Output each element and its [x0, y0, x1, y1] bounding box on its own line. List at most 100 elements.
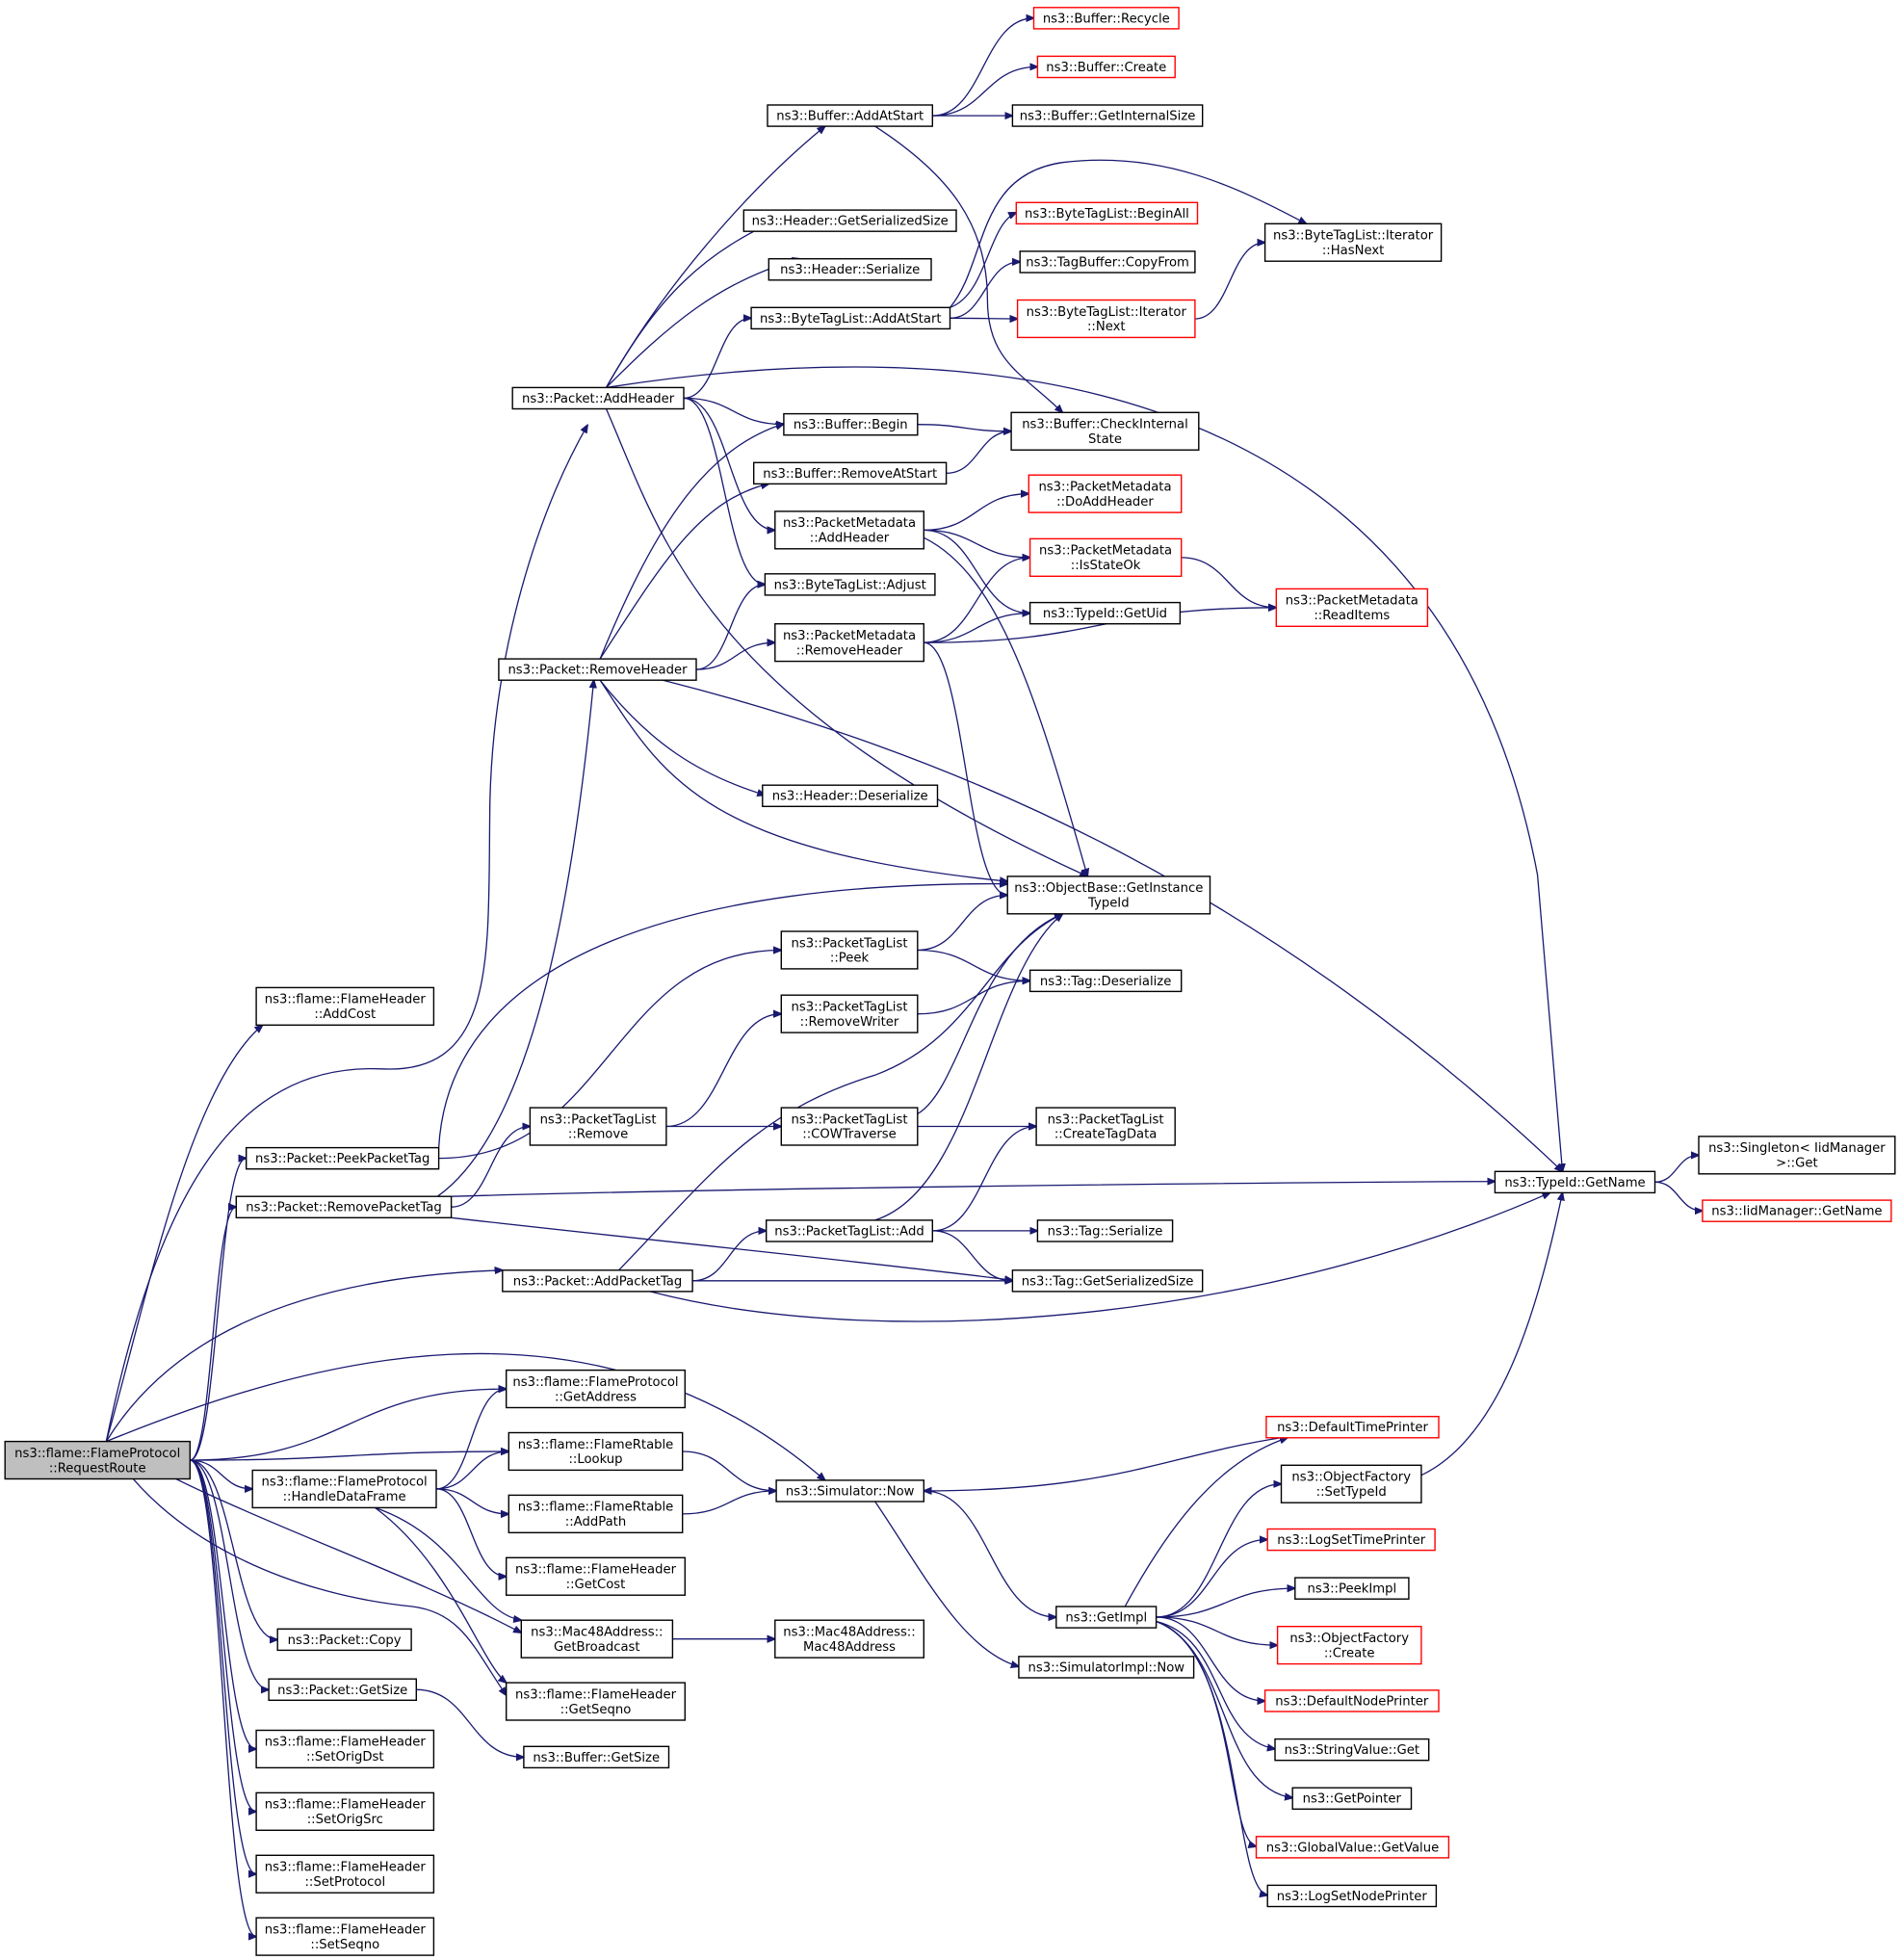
edge-line [950, 262, 1021, 319]
node-removeheader[interactable]: ns3::Packet::RemoveHeader [498, 658, 697, 681]
node-getaddress[interactable]: ns3::flame::FlameProtocol::GetAddress [506, 1369, 687, 1409]
node-pmremoveheader[interactable]: ns3::PacketMetadata::RemoveHeader [774, 623, 924, 663]
edge-line [950, 318, 1018, 319]
call-edge-getimpl-to-logsettimeprinter [1156, 1540, 1268, 1618]
node-removepackettag[interactable]: ns3::Packet::RemovePacketTag [235, 1195, 453, 1218]
node-setseqno[interactable]: ns3::flame::FlameHeader::SetSeqno [255, 1917, 435, 1956]
call-edge-bufremoveatstart-to-bufcheckinternal [946, 431, 1012, 474]
node-getpointer[interactable]: ns3::GetPointer [1291, 1787, 1413, 1810]
node-pmdoaddheader[interactable]: ns3::PacketMetadata::DoAddHeader [1028, 474, 1183, 513]
node-pmisstateok[interactable]: ns3::PacketMetadata::IsStateOk [1028, 537, 1183, 578]
node-btlithasnext[interactable]: ns3::ByteTagList::Iterator::HasNext [1263, 222, 1443, 262]
node-pmreaditems[interactable]: ns3::PacketMetadata::ReadItems [1275, 588, 1429, 628]
node-bufgetsize[interactable]: ns3::Buffer::GetSize [523, 1745, 670, 1769]
edge-line [190, 1459, 269, 1689]
node-handledataframe[interactable]: ns3::flame::FlameProtocol::HandleDataFra… [251, 1469, 437, 1509]
node-getsize[interactable]: ns3::Packet::GetSize [268, 1678, 418, 1701]
node-peekpackettag[interactable]: ns3::Packet::PeekPacketTag [245, 1146, 440, 1170]
node-ptlcowtraverse[interactable]: ns3::PacketTagList::COWTraverse [780, 1107, 919, 1146]
node-hdrdeserialize[interactable]: ns3::Header::Deserialize [762, 784, 939, 808]
node-pmaddheader[interactable]: ns3::PacketMetadata::AddHeader [774, 510, 924, 550]
call-edge-root-to-lookup [190, 1451, 508, 1461]
node-logsettimeprinter[interactable]: ns3::LogSetTimePrinter [1266, 1528, 1436, 1552]
node-ptladd[interactable]: ns3::PacketTagList::Add [766, 1219, 934, 1242]
node-ptlpeek[interactable]: ns3::PacketTagList::Peek [780, 930, 919, 970]
node-bufaddatstart[interactable]: ns3::Buffer::AddAtStart [767, 104, 934, 127]
node-box [1276, 1625, 1422, 1665]
node-label: ::SetSeqno [310, 1938, 379, 1952]
node-copy[interactable]: ns3::Packet::Copy [276, 1628, 412, 1652]
node-taggetserializedsize[interactable]: ns3::Tag::GetSerializedSize [1011, 1269, 1204, 1293]
node-stringvalueget[interactable]: ns3::StringValue::Get [1274, 1738, 1430, 1762]
call-edge-handledataframe-to-lookup [435, 1451, 508, 1490]
call-edge-pmaddheader-to-pmdoaddheader [924, 494, 1028, 532]
node-box [1032, 7, 1180, 30]
node-peekimpl[interactable]: ns3::PeekImpl [1294, 1577, 1410, 1600]
node-ptlremove[interactable]: ns3::PacketTagList::Remove [529, 1107, 667, 1146]
node-logsetnodeprinter[interactable]: ns3::LogSetNodePrinter [1266, 1884, 1438, 1908]
call-edge-btladdatstart-to-btlbeginall [950, 213, 1017, 308]
node-iidgetname[interactable]: ns3::IidManager::GetName [1702, 1199, 1892, 1222]
node-typeidgetuid[interactable]: ns3::TypeId::GetUid [1028, 601, 1182, 625]
node-label: ns3::PacketTagList [540, 1112, 657, 1127]
node-label: ns3::Buffer::CheckInternal [1022, 418, 1188, 432]
node-addheader[interactable]: ns3::Packet::AddHeader [511, 386, 685, 410]
node-setorigsrc[interactable]: ns3::flame::FlameHeader::SetOrigSrc [255, 1791, 435, 1832]
node-box [1006, 875, 1211, 915]
node-box [753, 461, 948, 485]
call-edge-addheader-to-bufaddatstart [605, 126, 825, 388]
node-addpath[interactable]: ns3::flame::FlameRtable::AddPath [508, 1494, 684, 1534]
node-setorigdst[interactable]: ns3::flame::FlameHeader::SetOrigDst [255, 1729, 435, 1769]
node-bufcreate[interactable]: ns3::Buffer::Create [1036, 55, 1176, 79]
node-root[interactable]: ns3::flame::FlameProtocol::RequestRoute [4, 1440, 192, 1480]
node-defaultnodeprinter[interactable]: ns3::DefaultNodePrinter [1263, 1689, 1440, 1712]
node-btladjust[interactable]: ns3::ByteTagList::Adjust [764, 573, 936, 596]
node-hdrgetserializedsize[interactable]: ns3::Header::GetSerializedSize [742, 209, 957, 232]
node-defaulttimeprinter[interactable]: ns3::DefaultTimePrinter [1265, 1415, 1440, 1439]
node-addcost[interactable]: ns3::flame::FlameHeader::AddCost [255, 986, 435, 1027]
edge-line [435, 1451, 508, 1490]
edge-line [1156, 1620, 1275, 1749]
node-lookup[interactable]: ns3::flame::FlameRtable::Lookup [508, 1431, 684, 1472]
node-addpackettag[interactable]: ns3::Packet::AddPacketTag [502, 1269, 693, 1293]
node-simnow[interactable]: ns3::Simulator::Now [775, 1479, 924, 1503]
node-mac48address[interactable]: ns3::Mac48Address::Mac48Address [774, 1619, 924, 1659]
node-getimpl[interactable]: ns3::GetImpl [1055, 1606, 1158, 1629]
node-box [4, 1440, 192, 1480]
node-box [255, 1917, 435, 1956]
node-label: ns3::flame::FlameHeader [515, 1563, 677, 1578]
node-btladdatstart[interactable]: ns3::ByteTagList::AddAtStart [750, 306, 951, 330]
node-bufgetinternalsize[interactable]: ns3::Buffer::GetInternalSize [1011, 104, 1204, 127]
call-edge-handledataframe-to-getbroadcast [375, 1506, 521, 1620]
node-globalvaluegetvalue[interactable]: ns3::GlobalValue::GetValue [1255, 1836, 1450, 1859]
node-box [750, 306, 951, 330]
edge-line [599, 679, 1007, 881]
node-getcost[interactable]: ns3::flame::FlameHeader::GetCost [506, 1556, 687, 1596]
node-simimplnow[interactable]: ns3::SimulatorImpl::Now [1018, 1656, 1195, 1679]
node-tagdeserialize[interactable]: ns3::Tag::Deserialize [1028, 969, 1183, 993]
node-objfactsettypeid[interactable]: ns3::ObjectFactory::SetTypeId [1280, 1464, 1422, 1503]
node-singletonget[interactable]: ns3::Singleton< IidManager >::Get [1698, 1136, 1896, 1175]
node-typeidgetname[interactable]: ns3::TypeId::GetName [1494, 1170, 1656, 1194]
node-label: ::Lookup [568, 1452, 622, 1467]
node-btlbeginall[interactable]: ns3::ByteTagList::BeginAll [1015, 201, 1199, 225]
node-getseqno[interactable]: ns3::flame::FlameHeader::GetSeqno [506, 1682, 687, 1721]
node-ptlcreatetagdata[interactable]: ns3::PacketTagList::CreateTagData [1035, 1107, 1176, 1146]
node-btlitnext[interactable]: ns3::ByteTagList::Iterator::Next [1016, 299, 1196, 339]
node-objfactcreate[interactable]: ns3::ObjectFactory::Create [1276, 1625, 1422, 1665]
node-tagserialize[interactable]: ns3::Tag::Serialize [1036, 1219, 1174, 1242]
node-ptlremovewriter[interactable]: ns3::PacketTagList::RemoveWriter [780, 994, 919, 1033]
node-getbroadcast[interactable]: ns3::Mac48Address::GetBroadcast [520, 1619, 674, 1659]
node-box [775, 1479, 924, 1503]
node-tagbufcopyfrom[interactable]: ns3::TagBuffer::CopyFrom [1019, 250, 1196, 274]
node-bufbegin[interactable]: ns3::Buffer::Begin [783, 412, 919, 436]
node-bufremoveatstart[interactable]: ns3::Buffer::RemoveAtStart [753, 461, 948, 485]
edge-line [190, 1389, 506, 1461]
node-bufrecycle[interactable]: ns3::Buffer::Recycle [1032, 7, 1180, 30]
node-hdrserialize[interactable]: ns3::Header::Serialize [768, 258, 932, 281]
node-label: ns3::Header::Serialize [780, 263, 920, 277]
node-label: ::ReadItems [1314, 609, 1390, 623]
node-setprotocol[interactable]: ns3::flame::FlameHeader::SetProtocol [255, 1854, 435, 1894]
